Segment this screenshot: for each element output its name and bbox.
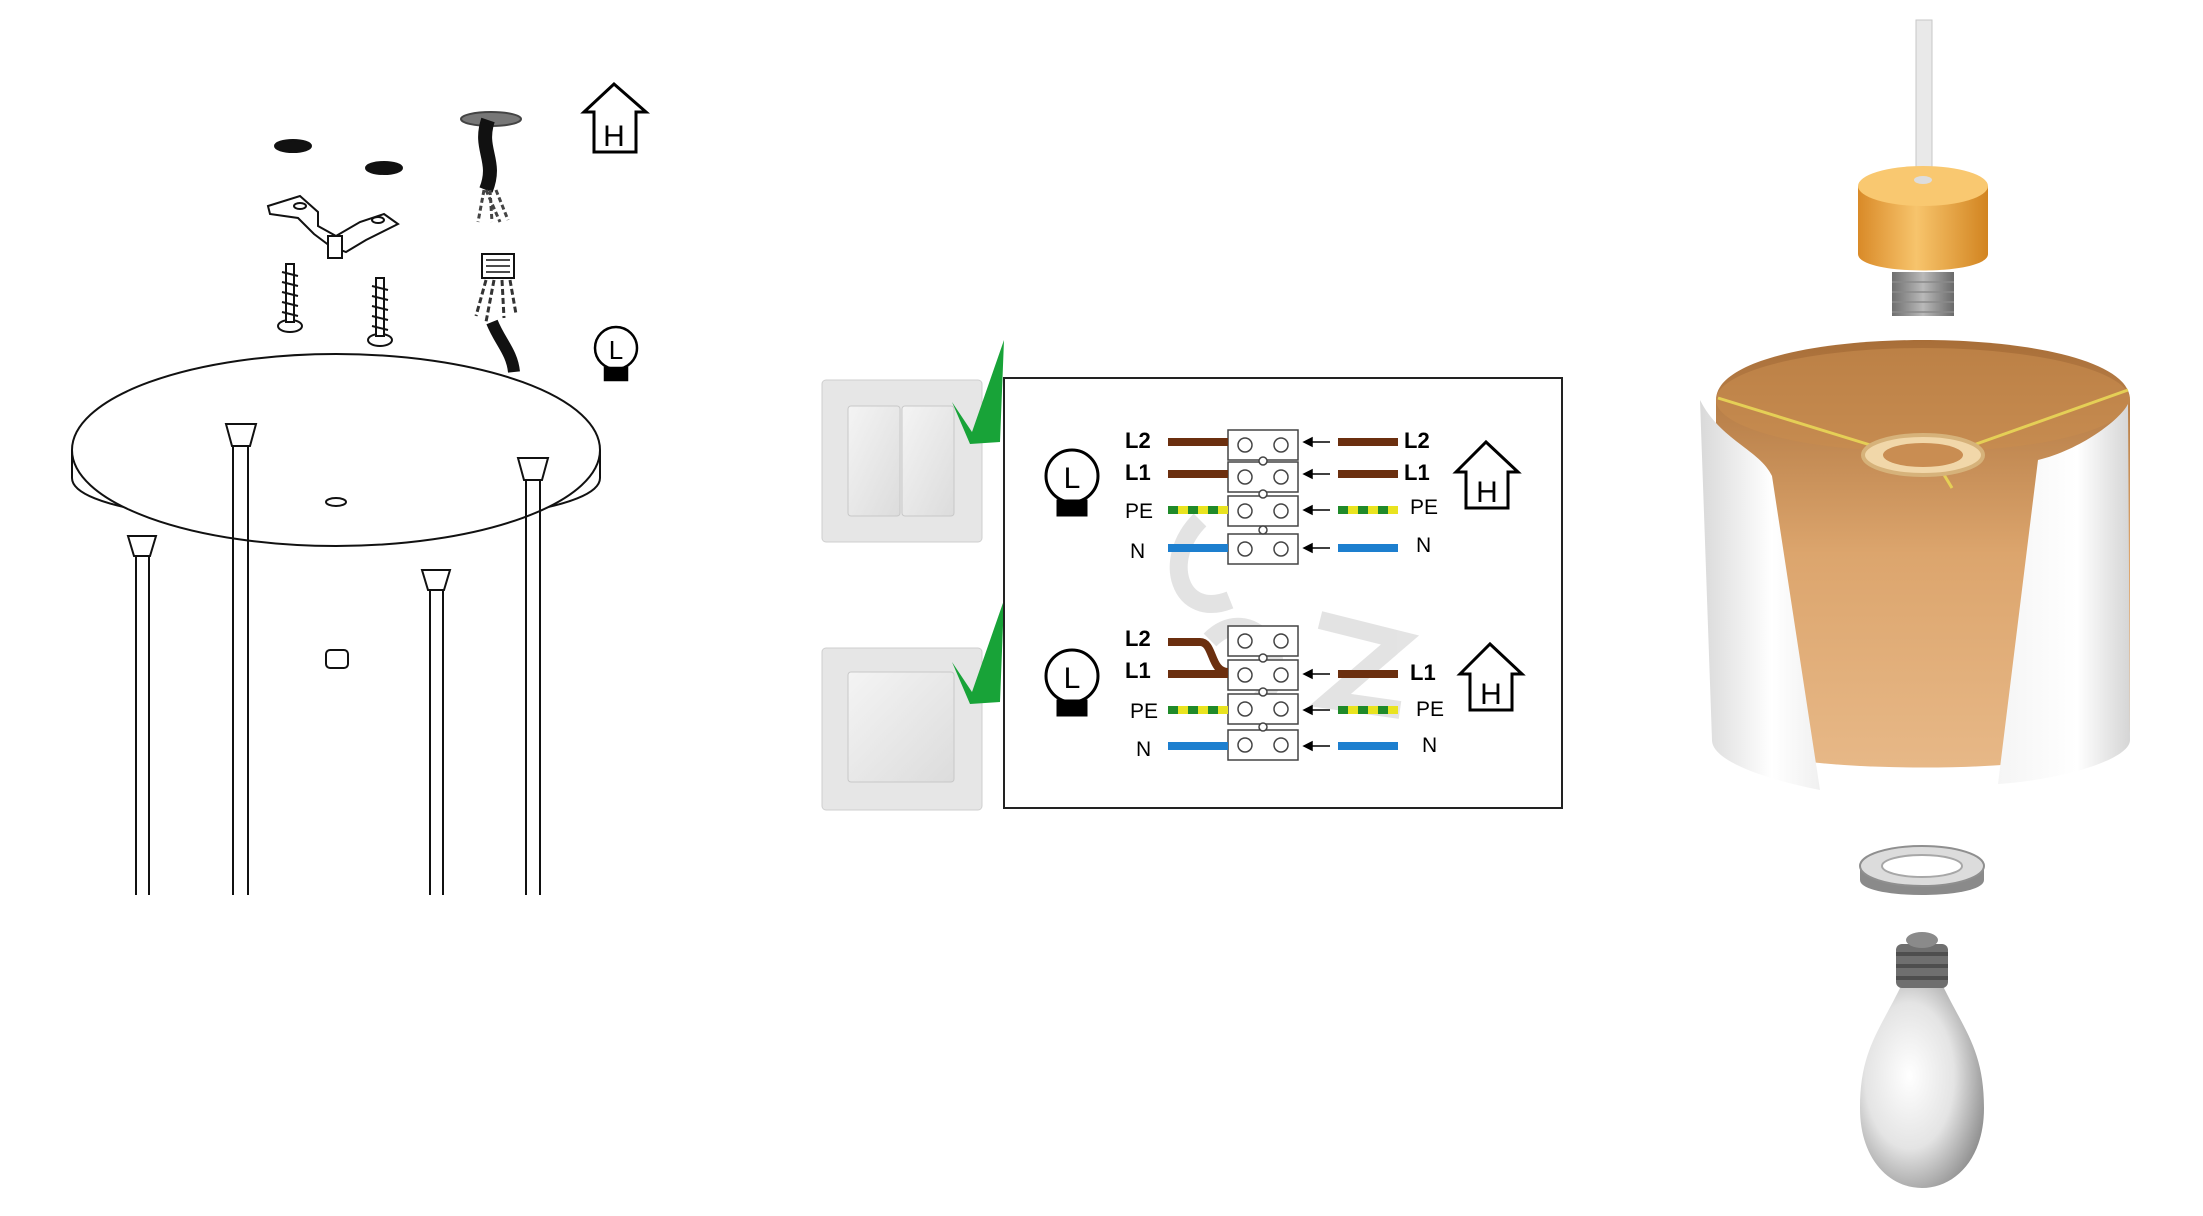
- lamp-symbol-icon: L: [1044, 648, 1100, 717]
- retaining-ring: [1859, 845, 1985, 895]
- light-bulb: [1860, 932, 1984, 1188]
- mounting-bracket: [266, 194, 400, 259]
- drill-hole-left: [274, 139, 312, 153]
- lamp-shade: [1700, 340, 2130, 790]
- wires-left: [1168, 638, 1229, 750]
- terminal-block: [1227, 625, 1299, 761]
- svg-text:L: L: [1064, 462, 1081, 495]
- label-l2-left: L2: [1125, 626, 1151, 651]
- lamp-symbol-letter: L: [609, 335, 623, 365]
- label-pe-left: PE: [1125, 500, 1153, 523]
- ceiling-wire-outlet: [460, 111, 522, 223]
- label-n-right: N: [1422, 734, 1437, 757]
- terminal-block: [1227, 429, 1299, 565]
- house-symbol-icon: H: [1452, 439, 1522, 510]
- label-n-left: N: [1130, 540, 1145, 563]
- suspension-cords: [126, 423, 550, 895]
- check-mark-icon: [952, 340, 1004, 444]
- arrows: [1302, 436, 1330, 554]
- wires-left: [1168, 438, 1228, 552]
- label-n-right: N: [1416, 534, 1431, 557]
- label-l2-right: L2: [1404, 428, 1430, 453]
- wires-right: [1338, 670, 1398, 750]
- svg-text:L: L: [1064, 662, 1081, 695]
- label-l1-right: L1: [1404, 460, 1430, 485]
- wires-right: [1338, 438, 1398, 552]
- wiring-bottom: L L2 L1 PE N: [1044, 625, 1526, 761]
- label-pe-left: PE: [1130, 700, 1158, 723]
- svg-text:H: H: [1480, 678, 1502, 711]
- lamp-symbol-icon: L: [593, 325, 639, 382]
- lamp-components-illustration: [1700, 19, 2130, 1188]
- lamp-cable-connector: [474, 253, 520, 373]
- shade-panel-right: [1998, 404, 2130, 784]
- label-n-left: N: [1136, 738, 1151, 761]
- house-symbol-icon: H: [1456, 641, 1526, 712]
- screw-left: [277, 263, 303, 333]
- label-l2-left: L2: [1125, 428, 1151, 453]
- lamp-cap: [1858, 166, 1988, 316]
- single-switch: [821, 647, 983, 811]
- lamp-symbol-icon: L: [1044, 448, 1100, 517]
- label-l1-left: L1: [1125, 460, 1151, 485]
- ceiling-canopy: [71, 353, 601, 669]
- wiring-top: L L2 L1 PE N: [1044, 428, 1522, 565]
- check-mark-icon: [952, 600, 1004, 704]
- label-pe-right: PE: [1416, 698, 1444, 721]
- house-symbol-letter: H: [603, 120, 625, 153]
- label-pe-right: PE: [1410, 496, 1438, 519]
- ceiling-mount-illustration: [71, 111, 601, 895]
- double-switch: [821, 379, 983, 543]
- screw-right: [367, 277, 393, 347]
- house-symbol-icon: H: [580, 81, 650, 154]
- suspension-cable: [1915, 19, 1933, 191]
- shade-panel-left: [1700, 400, 1820, 790]
- svg-text:H: H: [1476, 476, 1498, 509]
- arrows: [1302, 668, 1330, 752]
- label-l1-left: L1: [1125, 658, 1151, 683]
- drill-hole-right: [365, 161, 403, 175]
- label-l1-right: L1: [1410, 660, 1436, 685]
